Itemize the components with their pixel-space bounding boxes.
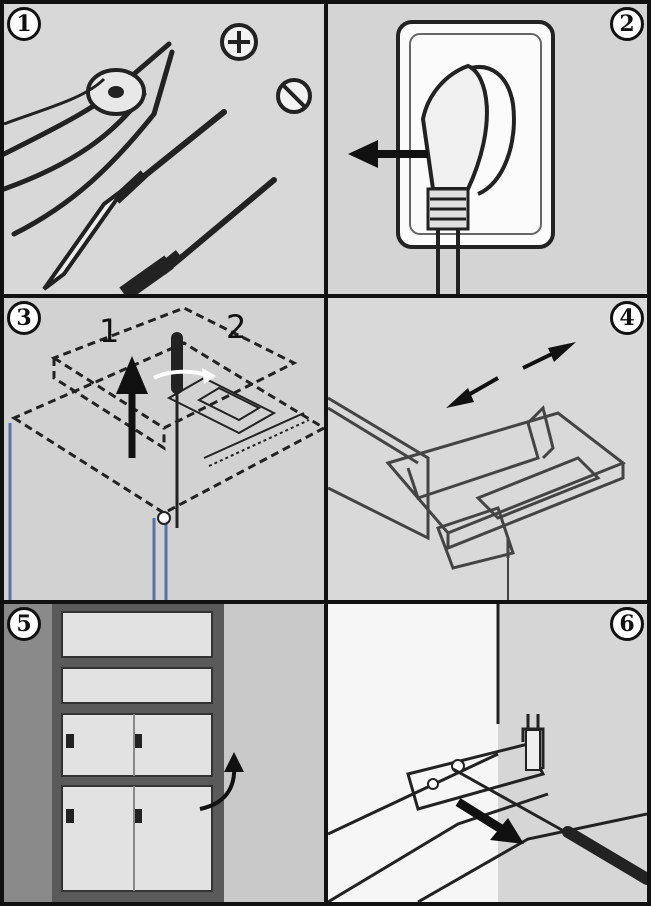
remove-hinge-icon (328, 604, 647, 902)
step-5-panel: 5 (4, 604, 324, 902)
unplug-icon (348, 20, 555, 294)
step-4-panel: 4 (328, 298, 647, 600)
step-2-panel: 2 (328, 4, 647, 294)
unscrew-top-cover-icon (8, 306, 324, 600)
sub-step-label: 1 (99, 312, 120, 350)
step-6-panel: 6 (328, 604, 647, 902)
sub-step-label: 2 (226, 308, 247, 346)
step-3-panel: 3 1 2 (4, 298, 324, 600)
step-number-badge: 4 (610, 301, 644, 335)
step-number-badge: 3 (7, 301, 41, 335)
step-number-badge: 6 (610, 607, 644, 641)
step-1-panel: 1 (4, 4, 324, 294)
hinge-slide-icon (328, 342, 627, 600)
step-number-badge: 1 (7, 7, 41, 41)
tools-icon (4, 23, 312, 294)
door-hinge-cover-icon (4, 604, 324, 902)
step-number-badge: 5 (7, 607, 41, 641)
step-number-badge: 2 (610, 7, 644, 41)
